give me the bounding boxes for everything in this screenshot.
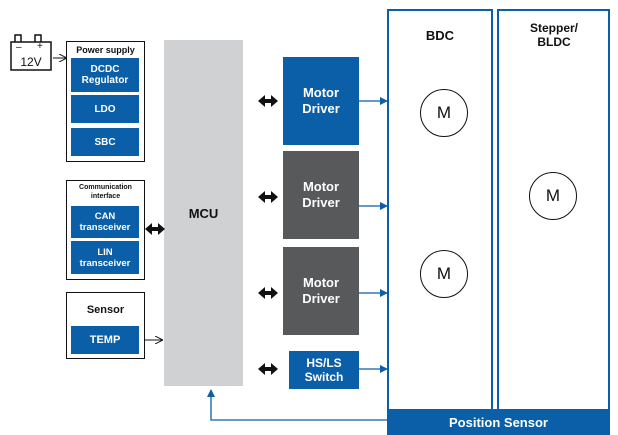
mcu-driver2-bidirectional-arrow [258, 191, 278, 203]
comm-mcu-bidirectional-arrow [145, 223, 165, 235]
power-supply-title: Power supply [76, 45, 135, 55]
motor-driver-2: Motor Driver [283, 151, 359, 239]
mcu-block: MCU [164, 40, 243, 386]
communication-interface-title: Communication interface [79, 184, 132, 200]
battery-minus: – [16, 42, 22, 53]
battery-icon [10, 34, 52, 72]
bdc-motor-top: M [420, 89, 468, 137]
temp-sensor: TEMP [71, 326, 139, 354]
lin-transceiver: LIN transceiver [71, 241, 139, 274]
battery-plus: + [37, 41, 43, 52]
sensor-title: Sensor [86, 304, 125, 316]
hs-ls-switch: HS/LS Switch [289, 351, 359, 389]
position-sensor-feedback-arrow [207, 389, 387, 421]
motor-driver-3: Motor Driver [283, 247, 359, 335]
stepper-bldc-title: Stepper/ BLDC [529, 21, 578, 49]
mcu-switch-bidirectional-arrow [258, 363, 278, 375]
bdc-title: BDC [425, 28, 455, 43]
motor-driver-1: Motor Driver [283, 57, 359, 145]
mcu-driver3-bidirectional-arrow [258, 287, 278, 299]
bdc-panel [387, 9, 493, 424]
mcu-driver1-bidirectional-arrow [258, 95, 278, 107]
ldo: LDO [71, 95, 139, 123]
sbc: SBC [71, 128, 139, 156]
dcdc-regulator: DCDC Regulator [71, 58, 139, 92]
stepper-bldc-motor: M [529, 172, 577, 220]
bdc-motor-bottom: M [420, 250, 468, 298]
battery-voltage: 12V [20, 55, 42, 69]
position-sensor-bar: Position Sensor [387, 409, 610, 435]
can-transceiver: CAN transceiver [71, 206, 139, 238]
